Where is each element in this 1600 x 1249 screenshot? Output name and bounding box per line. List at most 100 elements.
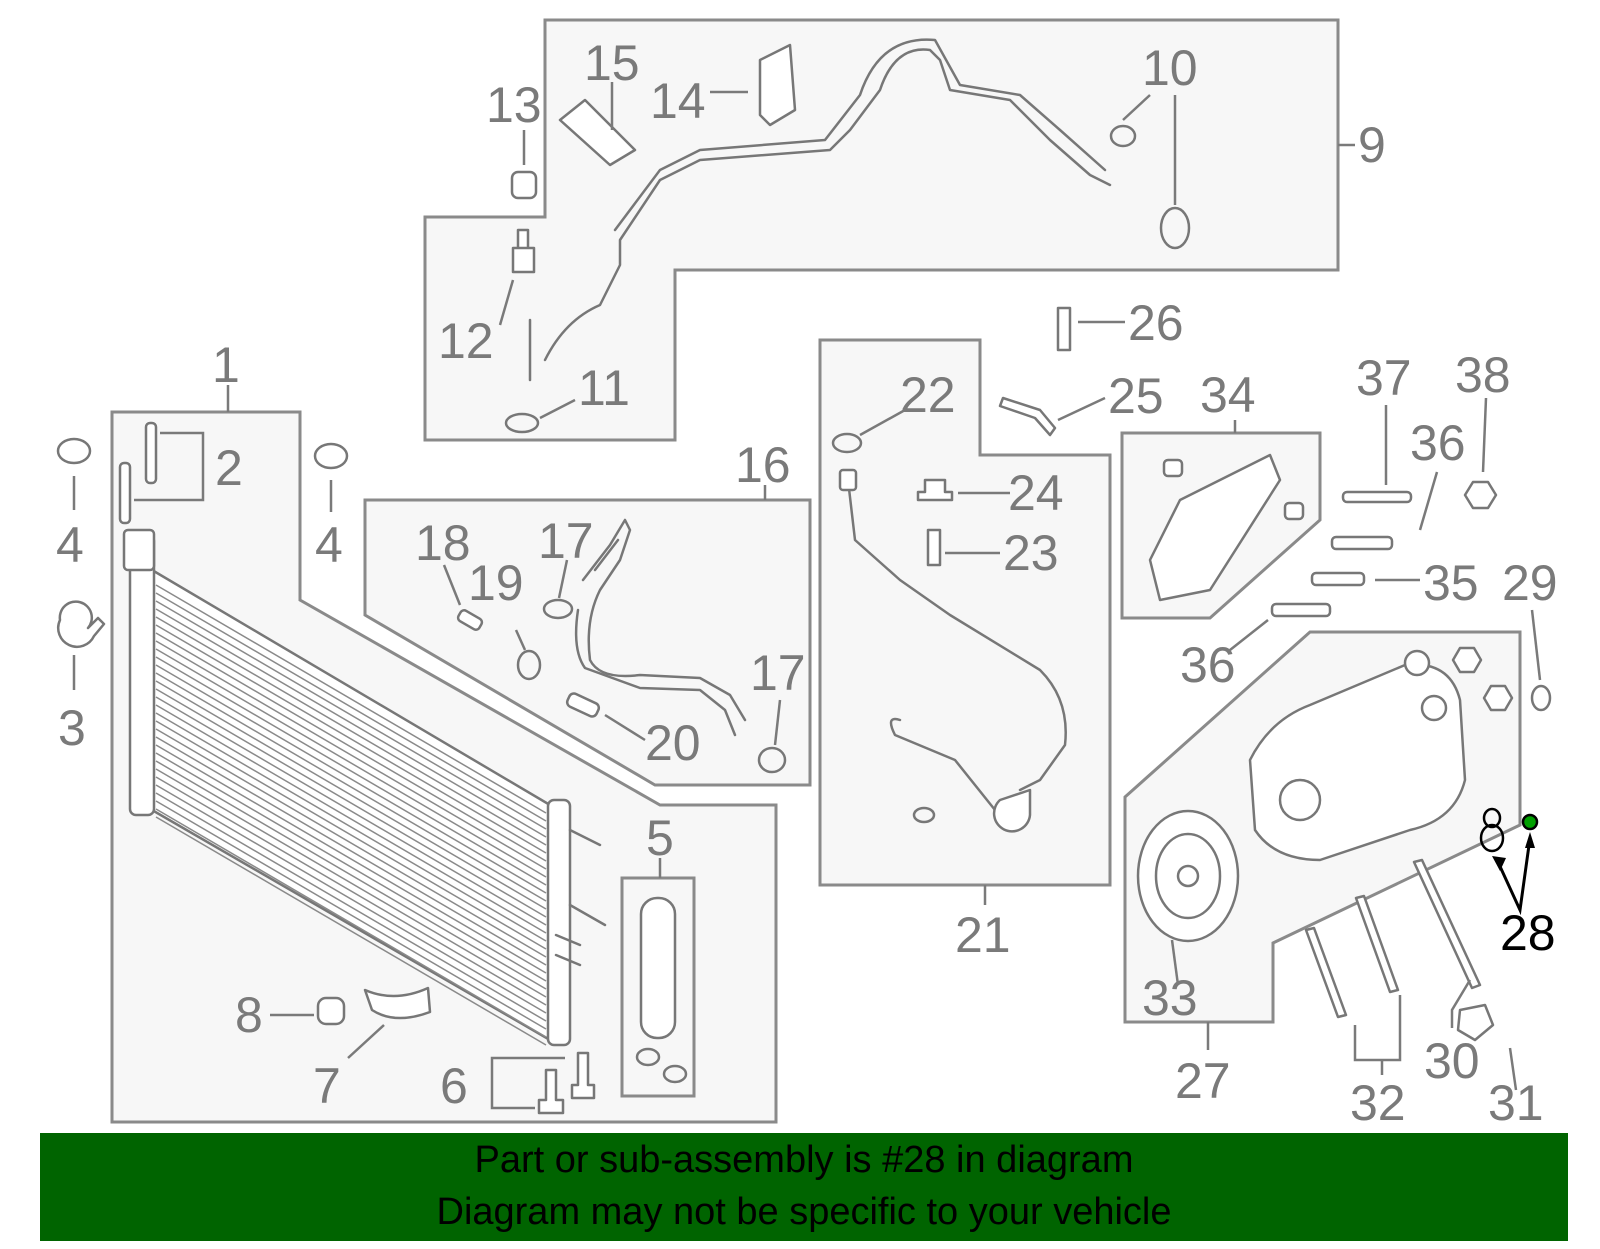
- part-28-arrow-a: [1492, 856, 1506, 871]
- condenser-fin-line: [155, 712, 547, 942]
- callout-28: 28: [1500, 905, 1556, 961]
- callout-24: 24: [1008, 465, 1064, 521]
- part-6-bolt-b: [537, 1068, 565, 1115]
- part-14-bracket: [758, 43, 797, 127]
- part-28-highlighted: [1479, 807, 1539, 916]
- part-28-arrow-b: [1525, 832, 1535, 848]
- callout-14: 14: [650, 73, 706, 129]
- condenser-fin-line: [155, 584, 547, 814]
- part-34-dowel-a: [1162, 458, 1184, 478]
- leader-11: [539, 398, 576, 420]
- part-21-valve: [992, 788, 1032, 833]
- part-23-sensor: [926, 528, 942, 567]
- callout-6: 6: [440, 1058, 468, 1114]
- part-10-ring-small: [1109, 124, 1137, 148]
- condenser-fin-line: [155, 736, 547, 966]
- condenser-fin-line: [155, 632, 547, 862]
- leader-33: [1170, 939, 1180, 986]
- condenser-fin-line: [155, 792, 547, 1022]
- condenser-fin-line: [155, 696, 547, 926]
- part-15-bracket: [558, 98, 637, 167]
- condenser-fin-line: [155, 768, 547, 998]
- condenser-fin-line: [155, 752, 547, 982]
- part-27-nut-b: [1482, 684, 1514, 712]
- leader-2: [134, 431, 205, 502]
- callout-4-right: 4: [315, 517, 343, 573]
- parts-group-21: [831, 306, 1072, 833]
- part-36-bolt-a: [1330, 535, 1394, 551]
- part-11-ring: [504, 412, 540, 434]
- condenser-assembly: [122, 528, 607, 1047]
- leader-20: [604, 713, 646, 742]
- part-27-boss: [1278, 778, 1322, 822]
- part-5-drier: [639, 896, 677, 1040]
- parts-group-27: [1136, 646, 1514, 943]
- part-32-bolt-a: [1354, 894, 1400, 994]
- part-17-ring-a: [542, 598, 574, 620]
- part-2-pin-bottom: [118, 461, 132, 525]
- condenser-fin-line: [155, 704, 547, 934]
- condenser-fin-line: [155, 680, 547, 910]
- callout-8: 8: [235, 987, 263, 1043]
- part-24-sensor: [916, 478, 954, 502]
- parts-group-16: [456, 518, 787, 774]
- part-4-ring-left: [56, 437, 92, 465]
- condenser-fins: [155, 584, 547, 1046]
- condenser-fin-line: [155, 656, 547, 886]
- leader-lines: [72, 82, 1542, 1110]
- condenser-fin-line: [155, 688, 547, 918]
- leader-10: [1122, 94, 1177, 205]
- callout-9: 9: [1358, 117, 1386, 173]
- part-21-fitting: [838, 468, 858, 492]
- callout-35: 35: [1423, 555, 1479, 611]
- part-33-clutch-hub: [1176, 864, 1200, 888]
- condenser-fin-line: [155, 608, 547, 838]
- callout-13: 13: [486, 77, 542, 133]
- part-28-leader: [1496, 837, 1532, 916]
- callout-29: 29: [1502, 555, 1558, 611]
- leader-30: [1450, 979, 1472, 1028]
- condenser-fin-line: [155, 624, 547, 854]
- leader-7: [347, 1024, 385, 1059]
- condenser-fin-line: [155, 728, 547, 958]
- condenser-fin-line: [155, 776, 547, 1006]
- part-16-pipe-outline: [574, 538, 737, 737]
- callout-23: 23: [1003, 525, 1059, 581]
- leader-32: [1353, 995, 1402, 1075]
- callout-21: 21: [955, 907, 1011, 963]
- callout-37: 37: [1356, 350, 1412, 406]
- leader-17b: [773, 699, 782, 746]
- part-5-ring-b: [662, 1064, 688, 1084]
- part-29-ring: [1530, 684, 1552, 712]
- condenser-fin-line: [155, 720, 547, 950]
- leader-25: [1057, 396, 1106, 422]
- parts-bolts: [1270, 480, 1552, 712]
- leader-22: [859, 408, 906, 437]
- part-35-bolt: [1310, 571, 1366, 587]
- part-3-bolt: [57, 600, 106, 649]
- part-22-ring: [831, 432, 863, 454]
- parts-group-34: [1148, 453, 1305, 602]
- condenser-fin-line: [155, 808, 547, 1038]
- condenser-fin-line: [155, 784, 547, 1014]
- part-2-pin-top: [144, 421, 158, 485]
- part-32-bolt-b: [1304, 926, 1348, 1019]
- condenser-fin-line: [155, 744, 547, 974]
- part-16-pipe: [581, 518, 747, 722]
- condenser-fin-line: [155, 816, 547, 1046]
- condenser-fin-line: [155, 592, 547, 822]
- callout-5: 5: [646, 810, 674, 866]
- part-13-cap: [510, 170, 538, 200]
- condenser-fin-line: [155, 760, 547, 990]
- callout-31: 31: [1488, 1075, 1544, 1131]
- part-7-bracket: [363, 986, 432, 1020]
- part-4-ring-right: [313, 442, 349, 470]
- callout-36-top: 36: [1410, 415, 1466, 471]
- banner-line-1: Part or sub-assembly is #28 in diagram: [474, 1139, 1134, 1181]
- parts-group-9: [504, 38, 1191, 434]
- condenser-fin-line: [155, 800, 547, 1030]
- callout-16: 16: [735, 437, 791, 493]
- condenser-right-bracket: [554, 828, 607, 967]
- condenser-fin-line: [155, 600, 547, 830]
